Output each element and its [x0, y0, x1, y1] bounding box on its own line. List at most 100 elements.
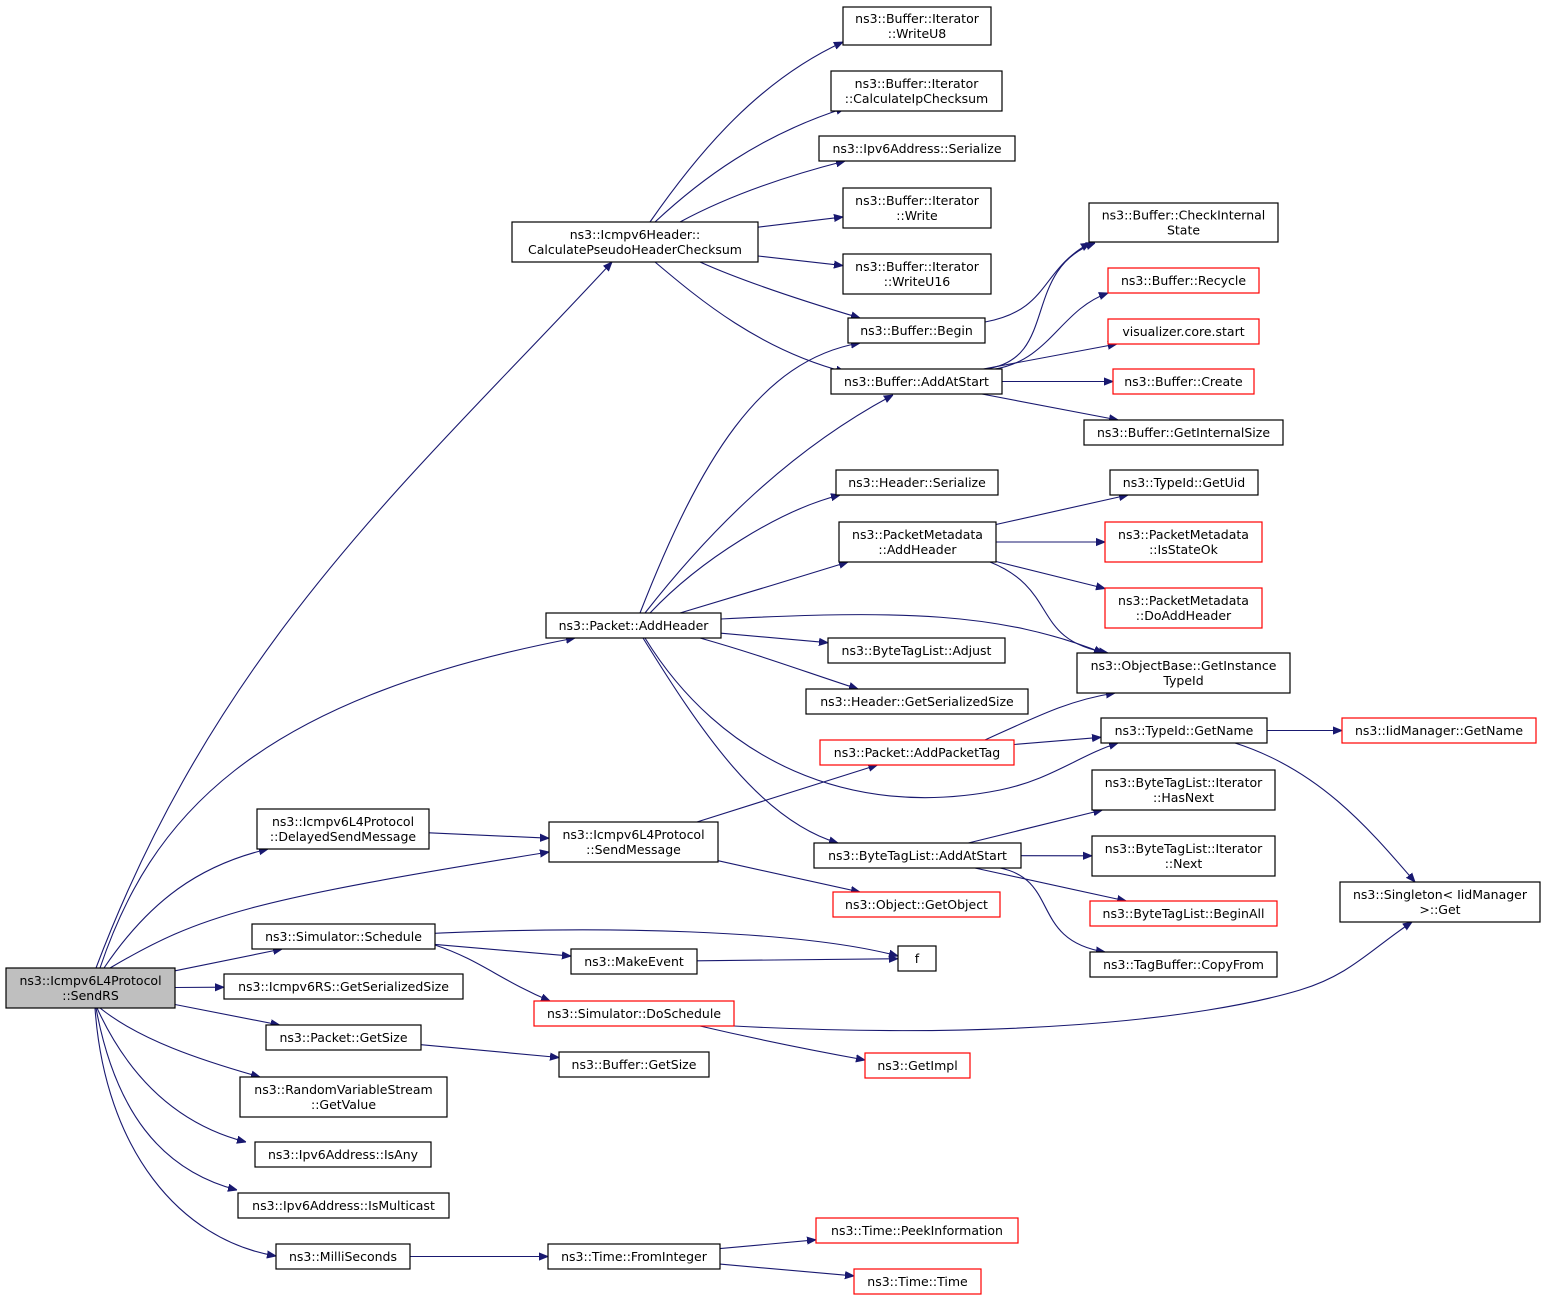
node-vizstart[interactable]: visualizer.core.start	[1107, 318, 1260, 345]
node-bufgetsize[interactable]: ns3::Buffer::GetSize	[558, 1051, 710, 1078]
node-rsgetser[interactable]: ns3::Icmpv6RS::GetSerializedSize	[223, 973, 464, 1000]
node-label: ns3::Icmpv6L4Protocol	[562, 827, 704, 842]
node-label: ns3::GetImpl	[877, 1058, 957, 1073]
edge-calcpseudo-to-bufbegin	[699, 261, 860, 318]
node-label: ::DelayedSendMessage	[270, 829, 416, 844]
node-btlnext[interactable]: ns3::ByteTagList::Iterator::Next	[1091, 835, 1276, 877]
node-box	[853, 1268, 982, 1295]
node-label: ns3::ByteTagList::BeginAll	[1103, 906, 1265, 921]
edge-sendrs-to-isany	[96, 1007, 246, 1142]
node-ipv6ser[interactable]: ns3::Ipv6Address::Serialize	[818, 135, 1016, 162]
node-addatstart[interactable]: ns3::Buffer::AddAtStart	[830, 368, 1003, 395]
node-bufbegin[interactable]: ns3::Buffer::Begin	[847, 317, 986, 344]
edge-makeevent-to-f	[696, 959, 898, 961]
node-label: ns3::Buffer::GetSize	[572, 1057, 697, 1072]
node-box	[1109, 469, 1259, 496]
edge-pktaddheader-to-bufbegin	[639, 343, 860, 614]
node-writeu16[interactable]: ns3::Buffer::Iterator::WriteU16	[842, 253, 992, 295]
node-sendmessage[interactable]: ns3::Icmpv6L4Protocol::SendMessage	[548, 821, 719, 863]
edge-sendrs-to-schedule	[174, 949, 282, 972]
node-delayedsend[interactable]: ns3::Icmpv6L4Protocol::DelayedSendMessag…	[256, 808, 430, 850]
node-box	[223, 973, 464, 1000]
node-typegetname[interactable]: ns3::TypeId::GetName	[1100, 717, 1268, 744]
node-label: ns3::Simulator::Schedule	[265, 929, 422, 944]
node-rvsgetvalue[interactable]: ns3::RandomVariableStream::GetValue	[239, 1076, 448, 1118]
node-calcpseudo[interactable]: ns3::Icmpv6Header::CalculatePseudoHeader…	[511, 221, 759, 263]
node-box	[511, 221, 759, 263]
node-fromint[interactable]: ns3::Time::FromInteger	[547, 1243, 721, 1270]
node-getobject[interactable]: ns3::Object::GetObject	[832, 891, 1001, 918]
node-label: ns3::Ipv6Address::IsAny	[268, 1147, 419, 1162]
node-hdrser[interactable]: ns3::Header::Serialize	[835, 469, 999, 496]
node-label: ns3::Ipv6Address::IsMulticast	[252, 1198, 435, 1213]
node-box	[1107, 318, 1260, 345]
node-box	[818, 135, 1016, 162]
node-copyfrom[interactable]: ns3::TagBuffer::CopyFrom	[1089, 951, 1278, 978]
edge-sendrs-to-rvsgetvalue	[99, 1007, 260, 1077]
node-hasnext[interactable]: ns3::ByteTagList::Iterator::HasNext	[1091, 769, 1276, 811]
node-label: ::DoAddHeader	[1136, 608, 1232, 623]
node-makeevent[interactable]: ns3::MakeEvent	[570, 948, 698, 975]
node-calcip[interactable]: ns3::Buffer::Iterator::CalculateIpChecks…	[830, 70, 1003, 112]
node-label: ::SendMessage	[586, 842, 681, 857]
node-btladjust[interactable]: ns3::ByteTagList::Adjust	[827, 637, 1006, 664]
edge-btladdatstart-to-copyfrom	[999, 867, 1105, 952]
node-box	[815, 1217, 1019, 1244]
node-label: ::IsStateOk	[1149, 542, 1219, 557]
node-label: ns3::Buffer::Begin	[860, 323, 973, 338]
node-label: ns3::Singleton< IidManager	[1353, 887, 1528, 902]
node-box	[533, 1000, 735, 1027]
node-box	[830, 368, 1003, 395]
node-timetime[interactable]: ns3::Time::Time	[853, 1268, 982, 1295]
node-ismulticast[interactable]: ns3::Ipv6Address::IsMulticast	[237, 1192, 450, 1219]
edge-doschedule-to-singletonget	[733, 922, 1412, 1032]
edge-sendrs-to-sendmessage	[109, 852, 549, 969]
node-label: TypeId	[1162, 673, 1203, 688]
node-box	[813, 842, 1022, 869]
node-box	[1107, 267, 1260, 294]
node-isstateok[interactable]: ns3::PacketMetadata::IsStateOk	[1104, 521, 1263, 563]
node-isany[interactable]: ns3::Ipv6Address::IsAny	[254, 1141, 432, 1168]
node-pmaddheader[interactable]: ns3::PacketMetadata::AddHeader	[838, 521, 997, 563]
node-btladdatstart[interactable]: ns3::ByteTagList::AddAtStart	[813, 842, 1022, 869]
node-label: ::AddHeader	[878, 542, 957, 557]
edge-addatstart-to-recycle	[994, 293, 1108, 370]
node-getimpl[interactable]: ns3::GetImpl	[864, 1052, 971, 1079]
node-peekinfo[interactable]: ns3::Time::PeekInformation	[815, 1217, 1019, 1244]
node-addpackettag[interactable]: ns3::Packet::AddPacketTag	[819, 739, 1015, 766]
node-beginall[interactable]: ns3::ByteTagList::BeginAll	[1089, 900, 1278, 927]
node-doschedule[interactable]: ns3::Simulator::DoSchedule	[533, 1000, 735, 1027]
node-getinternal[interactable]: ns3::Buffer::GetInternalSize	[1083, 419, 1284, 446]
edge-fromint-to-timetime	[719, 1263, 854, 1276]
node-f[interactable]: f	[897, 945, 937, 972]
edge-schedule-to-doschedule	[434, 944, 550, 1002]
node-label: ::GetValue	[311, 1097, 376, 1112]
node-recycle[interactable]: ns3::Buffer::Recycle	[1107, 267, 1260, 294]
node-write[interactable]: ns3::Buffer::Iterator::Write	[842, 187, 992, 229]
node-box	[548, 821, 719, 863]
node-label: >::Get	[1419, 902, 1460, 917]
node-getuid[interactable]: ns3::TypeId::GetUid	[1109, 469, 1259, 496]
node-box	[237, 1192, 450, 1219]
node-writeu8[interactable]: ns3::Buffer::Iterator::WriteU8	[842, 6, 992, 46]
edge-calcpseudo-to-calcip	[654, 108, 845, 223]
node-pktgetsize[interactable]: ns3::Packet::GetSize	[265, 1024, 422, 1051]
edge-sendrs-to-pktaddheader	[99, 638, 575, 969]
node-label: ns3::Icmpv6L4Protocol	[19, 973, 161, 988]
node-sendrs[interactable]: ns3::Icmpv6L4Protocol::SendRS	[5, 967, 176, 1009]
edge-pktaddheader-to-btladjust	[720, 632, 828, 643]
node-iidgetname[interactable]: ns3::IidManager::GetName	[1341, 717, 1537, 744]
node-label: State	[1167, 223, 1200, 238]
node-milliseconds[interactable]: ns3::MilliSeconds	[275, 1243, 411, 1270]
node-schedule[interactable]: ns3::Simulator::Schedule	[251, 923, 436, 950]
node-doaddheader[interactable]: ns3::PacketMetadata::DoAddHeader	[1104, 587, 1263, 629]
node-bufcreate[interactable]: ns3::Buffer::Create	[1112, 368, 1255, 395]
node-box	[5, 967, 176, 1009]
node-box	[842, 6, 992, 46]
node-pktaddheader[interactable]: ns3::Packet::AddHeader	[545, 612, 722, 639]
node-singletonget[interactable]: ns3::Singleton< IidManager>::Get	[1339, 881, 1541, 923]
node-hdrgetser[interactable]: ns3::Header::GetSerializedSize	[805, 688, 1029, 715]
